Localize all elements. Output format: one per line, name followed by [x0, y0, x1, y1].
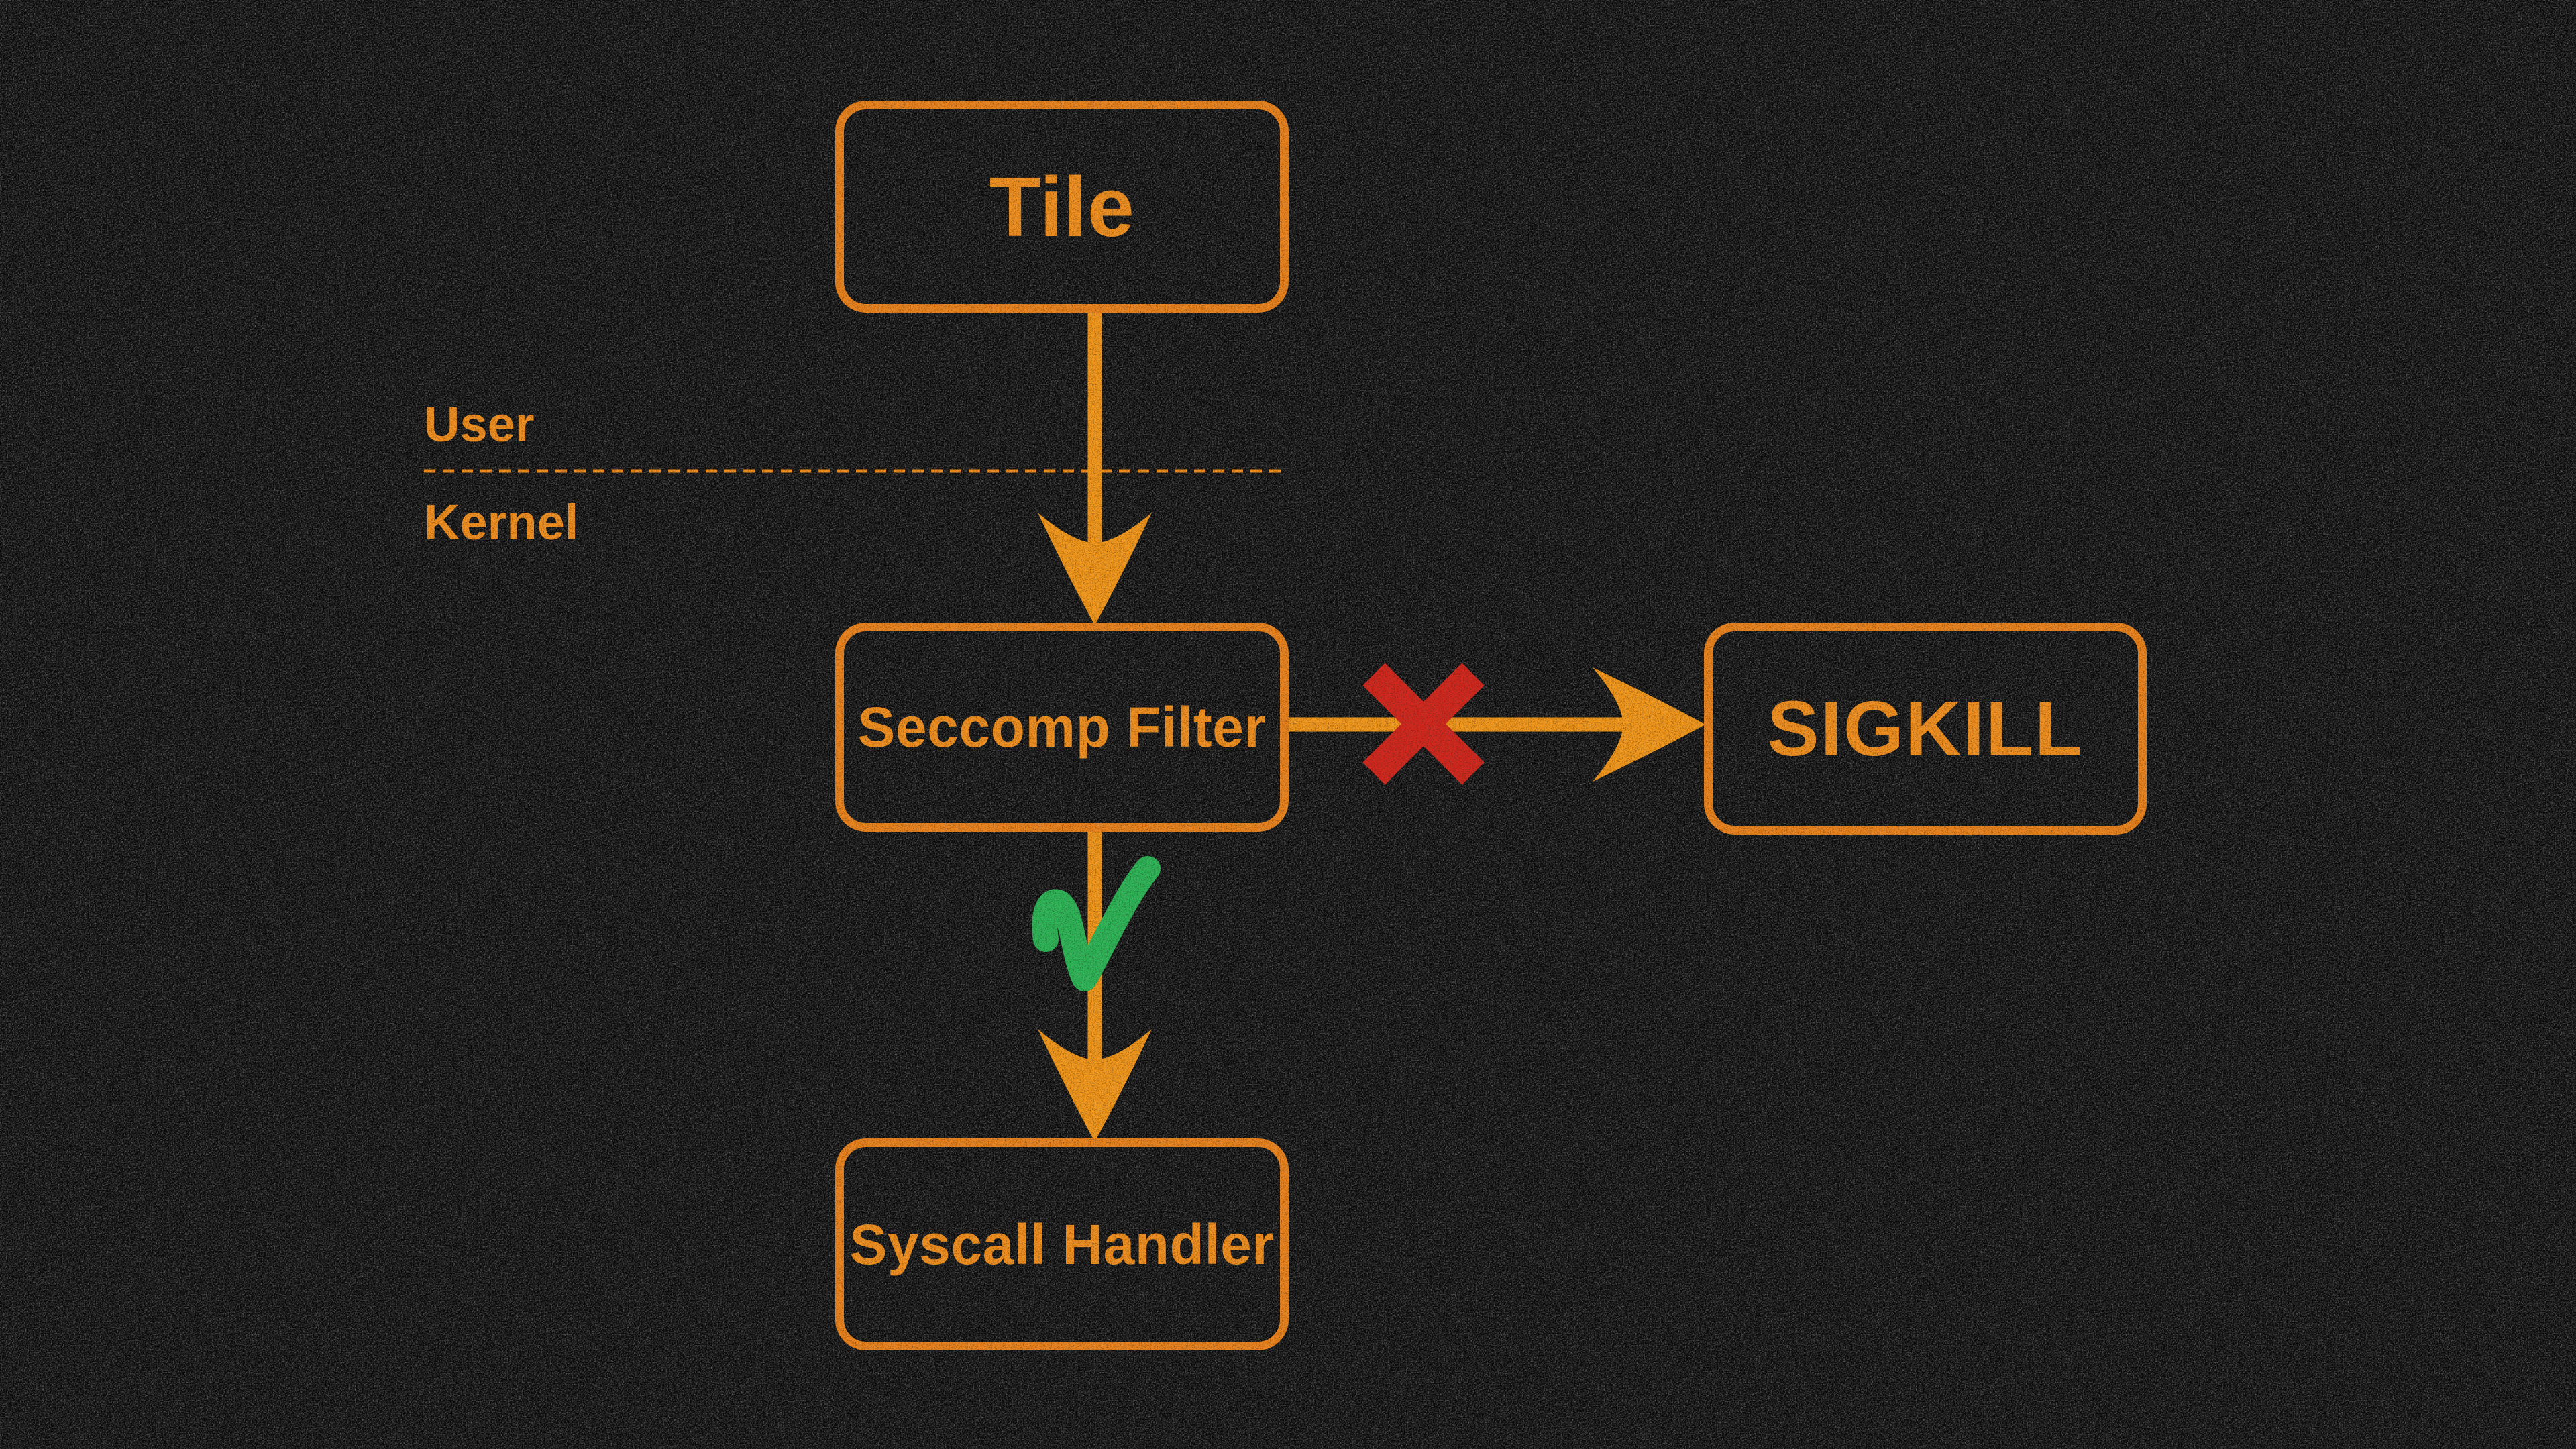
- node-tile-label: Tile: [989, 159, 1135, 254]
- node-seccomp-filter: Seccomp Filter: [835, 623, 1289, 832]
- edge-seccomp-to-sigkill: [1289, 667, 1705, 782]
- node-seccomp-filter-label: Seccomp Filter: [857, 695, 1267, 759]
- edge-tile-to-seccomp: [1038, 308, 1152, 625]
- node-syscall-handler: Syscall Handler: [835, 1138, 1289, 1350]
- node-tile: Tile: [835, 101, 1289, 313]
- node-syscall-handler-label: Syscall Handler: [849, 1212, 1275, 1276]
- kernel-space-label: Kernel: [424, 494, 579, 550]
- user-space-label: User: [424, 396, 535, 452]
- node-sigkill-label: SIGKILL: [1767, 685, 2084, 772]
- node-sigkill: SIGKILL: [1704, 623, 2147, 835]
